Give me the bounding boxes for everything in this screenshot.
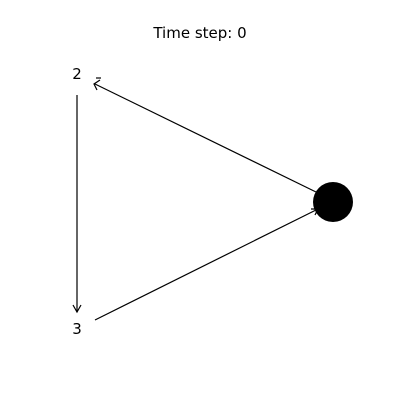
edge-1-to-2 [94,83,317,193]
node-2-label: 2 [72,65,82,83]
edge-1-to-2-arrowhead [93,79,101,91]
node-3-label: 3 [72,320,82,338]
edge-3-to-1 [94,208,319,321]
time-step-title: Time step: 0 [153,24,247,42]
edge-2-to-3-arrowhead [72,304,82,314]
node-1-marker [313,182,353,222]
